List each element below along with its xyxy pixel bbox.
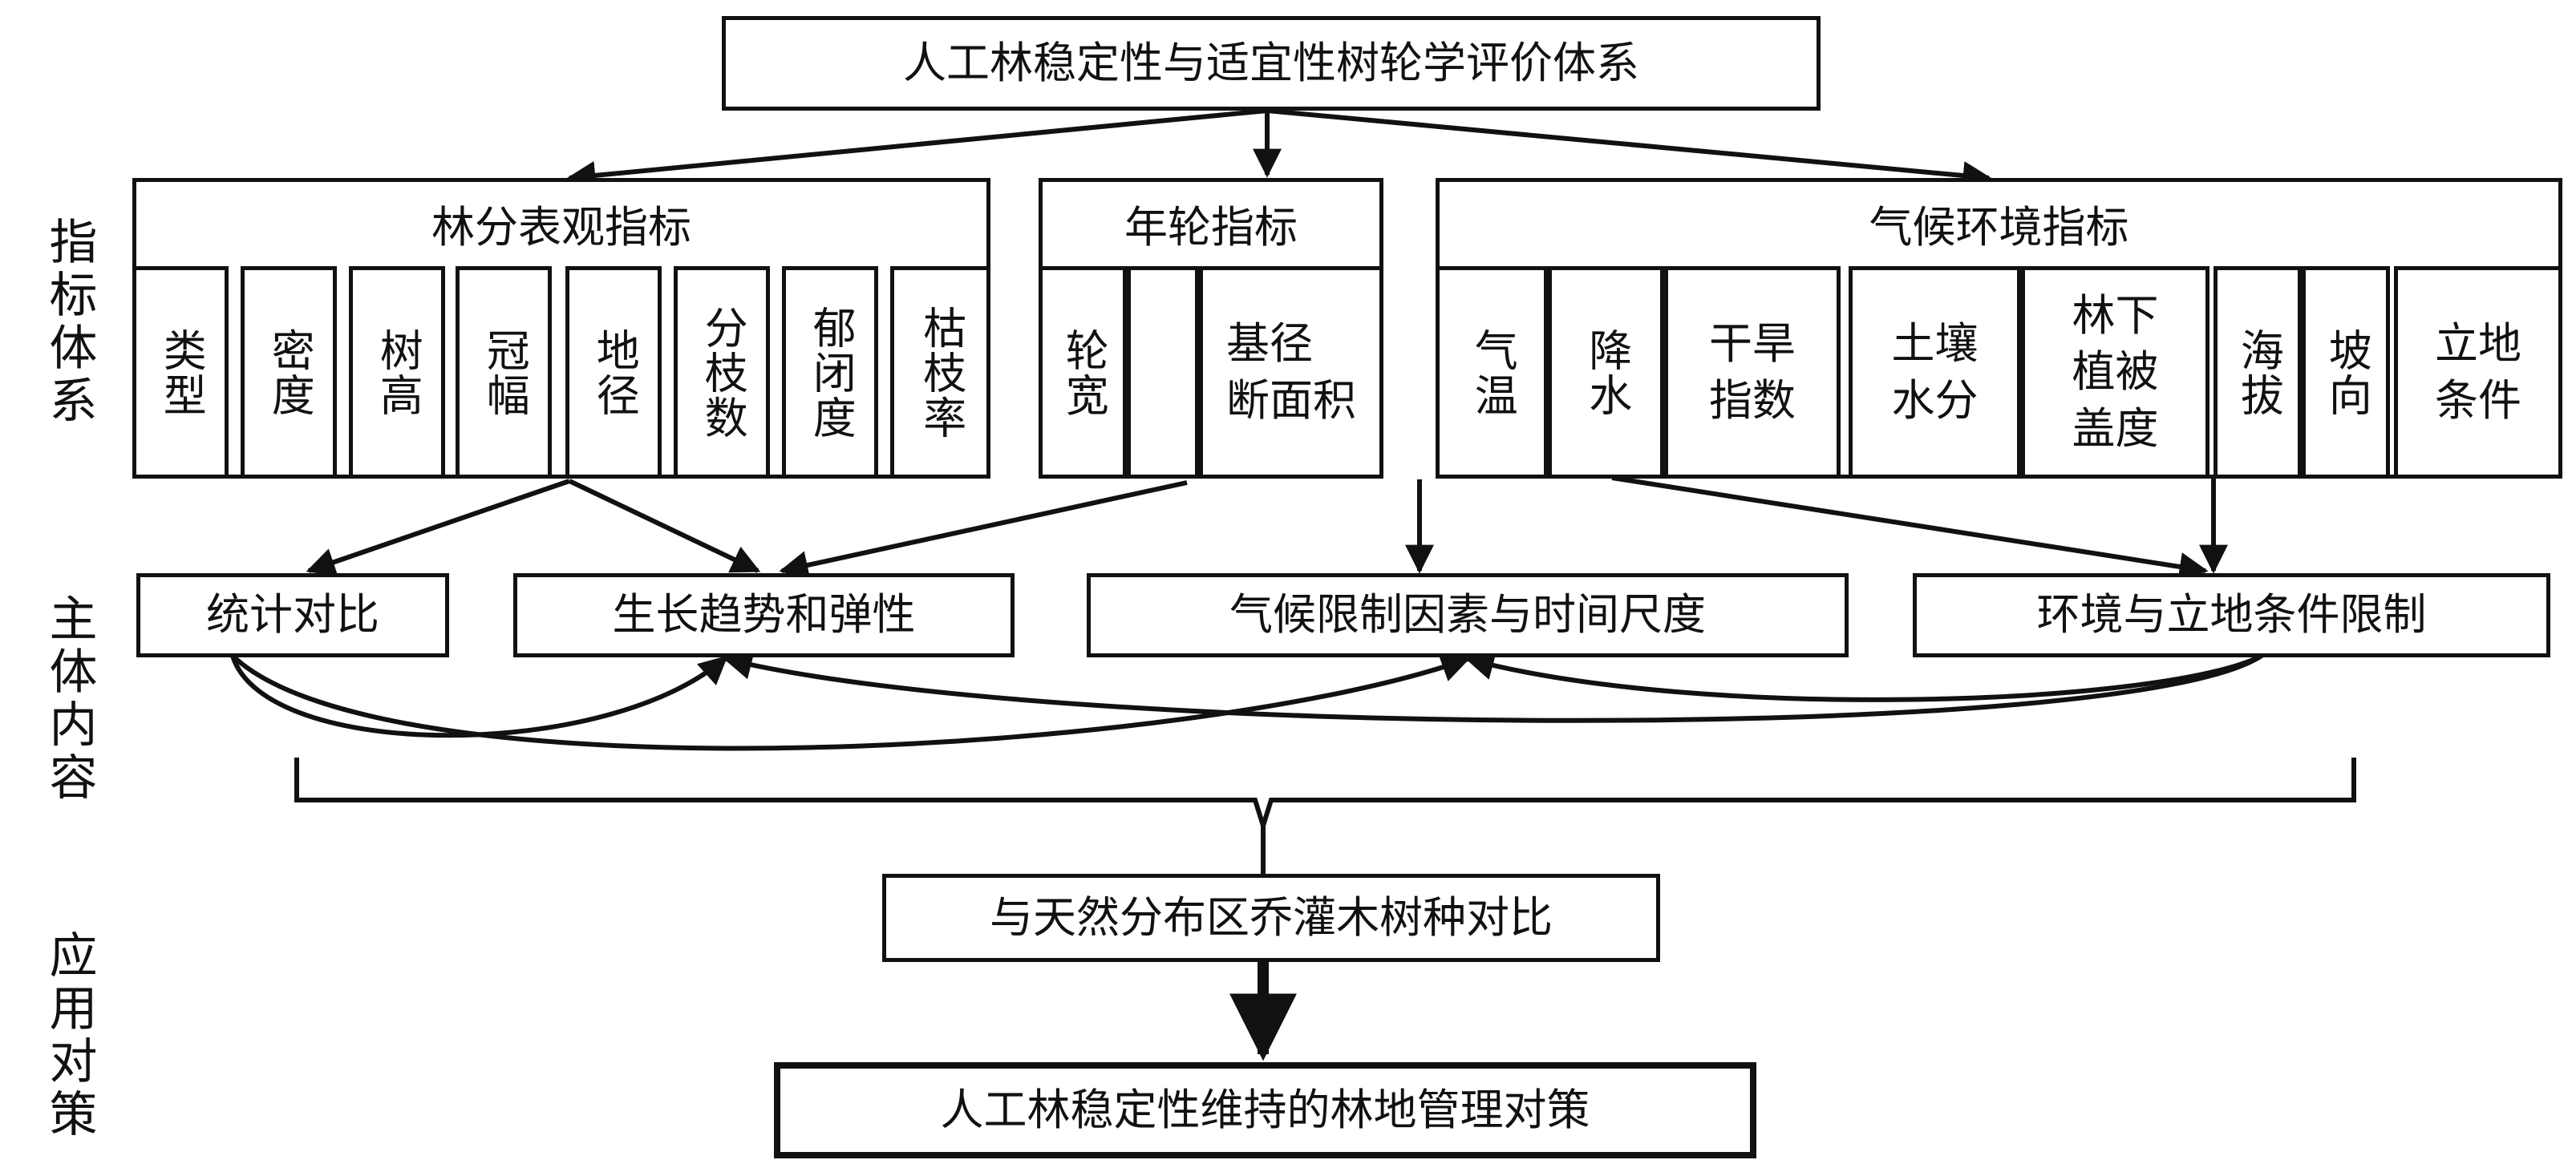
forest-management-strategy-box: 人工林稳定性维持的林地管理对策 [774, 1062, 1756, 1158]
climate-item-altitude: 海拔 [2213, 266, 2302, 479]
side-label-strategy: 应用对策 [41, 930, 97, 1142]
arrow-ring-to-growth [779, 480, 1188, 580]
side-label-main-content: 主体内容 [41, 593, 97, 805]
arrow-stand-to-growth [568, 479, 761, 573]
climate-item-aspect: 坡向 [2302, 266, 2390, 479]
stand-item-base-diameter: 地径 [565, 266, 662, 479]
stand-item-branch-count: 分枝数 [674, 266, 770, 479]
summary-brace [294, 758, 2356, 835]
evaluation-system-title-box: 人工林稳定性与适宜性树轮学评价体系 [722, 16, 1821, 111]
arrow-to-stand [566, 108, 1268, 190]
climate-item-precipitation: 降水 [1548, 266, 1664, 479]
climate-item-soil-moisture: 土壤 水分 [1849, 266, 2021, 479]
stand-indicator-header: 林分表观指标 [431, 201, 691, 253]
arrow-climate-to-env [1611, 475, 2209, 581]
stand-item-type: 类型 [132, 266, 229, 479]
ring-item-width: 轮宽 [1039, 266, 1127, 479]
curve-env-to-limit [1464, 652, 2263, 702]
natural-distribution-comparison-box: 与天然分布区乔灌木树种对比 [882, 874, 1660, 962]
curve-env-to-growth [723, 651, 2263, 723]
stand-item-density: 密度 [241, 266, 337, 479]
ring-indicator-header: 年轮指标 [1124, 201, 1298, 253]
climate-item-temperature: 气温 [1436, 266, 1548, 479]
stand-item-height: 树高 [349, 266, 445, 479]
stand-item-dead-branch-rate: 枯枝率 [890, 266, 990, 479]
climate-indicator-header: 气候环境指标 [1869, 201, 2129, 253]
arrow-to-climate [1266, 108, 1992, 190]
climate-item-drought-index: 干旱 指数 [1664, 266, 1841, 479]
ring-item-basal-area: 基径 断面积 [1199, 266, 1383, 479]
main-environment-site-limits: 环境与立地条件限制 [1913, 573, 2550, 657]
ring-item-blank [1127, 266, 1199, 479]
stand-item-canopy-closure: 郁闭度 [782, 266, 878, 479]
main-climate-limiting-factors: 气候限制因素与时间尺度 [1087, 573, 1849, 657]
curve-stat-to-growth [230, 655, 728, 738]
evaluation-system-title: 人工林稳定性与适宜性树轮学评价体系 [903, 37, 1639, 88]
climate-item-site-condition: 立地 条件 [2394, 266, 2562, 479]
arrow-stand-to-stat [306, 479, 570, 576]
main-growth-trend-resilience: 生长趋势和弹性 [513, 573, 1015, 657]
climate-item-understory-cover: 林下 植被 盖度 [2021, 266, 2209, 479]
main-statistical-comparison: 统计对比 [136, 573, 449, 657]
side-label-indicators: 指标体系 [41, 216, 97, 428]
stand-item-crown: 冠幅 [456, 266, 552, 479]
curve-stat-to-limit [230, 653, 1471, 751]
